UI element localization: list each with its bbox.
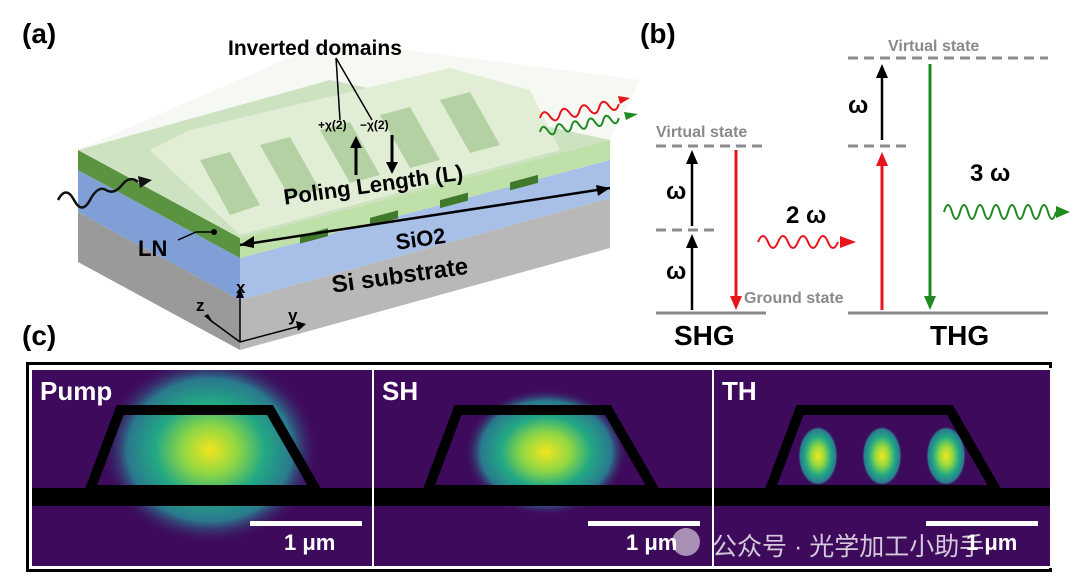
- up-arrowhead: [350, 136, 362, 148]
- pointer-line-1: [335, 57, 341, 121]
- cladding: [78, 40, 640, 238]
- energy-level-diagram: [656, 56, 1070, 315]
- sh-mode-panel: SH 1 μm: [372, 368, 714, 568]
- ground-state-label: Ground state: [744, 290, 844, 307]
- pump-mode-panel: Pump 1 μm: [30, 368, 374, 568]
- poling-arrowhead-left: [240, 236, 254, 248]
- output-th-arrowhead: [624, 112, 638, 120]
- th-wave: [943, 204, 1057, 220]
- output-sh-wave: [539, 100, 620, 122]
- ln-label: LN: [138, 236, 168, 261]
- thg-omega: ω: [848, 92, 869, 119]
- inverted-domains-label: Inverted domains: [228, 37, 402, 60]
- ln-pointer: [177, 231, 214, 241]
- ln-front: [240, 140, 610, 258]
- output-th-wave: [539, 114, 620, 136]
- substrate-side: [78, 212, 240, 350]
- ln-side: [78, 150, 240, 258]
- shg-label: SHG: [674, 320, 735, 351]
- substrate-front: [240, 198, 610, 350]
- th-scale-bar: [926, 521, 1038, 526]
- panel-c-label: (c): [22, 320, 57, 351]
- ln-pointer-dot: [211, 229, 217, 235]
- th-mode-field: [714, 405, 1050, 506]
- thg-label: THG: [930, 320, 990, 351]
- thg-pump-arrow-2: [876, 64, 888, 78]
- pump-label: Pump: [40, 376, 113, 406]
- th-mode-panel: TH 1 μm: [712, 368, 1052, 568]
- pump-mode-field: [32, 370, 372, 545]
- sh-wave: [757, 235, 839, 249]
- three-omega-label: 3 ω: [970, 160, 1011, 187]
- panel-a-label: (a): [22, 18, 57, 49]
- wechat-icon: [672, 528, 700, 556]
- axis-x-label: x: [236, 278, 246, 297]
- down-arrowhead: [386, 162, 398, 174]
- waveguide-schematic: [56, 40, 640, 350]
- axis-z-label: z: [196, 296, 205, 315]
- shg-pump-arrow-2: [686, 150, 698, 164]
- thg-emission-arrow: [924, 296, 936, 310]
- pump-scale-bar: [250, 521, 362, 526]
- chi-minus-label: −χ(2): [360, 118, 389, 132]
- thg-pump-arrow-1: [876, 152, 888, 166]
- sh-mode-field: [374, 388, 712, 516]
- shg-emission-arrow: [730, 296, 742, 310]
- thg-virtual-state-label: Virtual state: [888, 38, 980, 55]
- shg-pump-arrow-1: [686, 234, 698, 248]
- two-omega-label: 2 ω: [786, 202, 827, 229]
- input-wave: [56, 177, 139, 209]
- sh-scale-bar: [588, 521, 700, 526]
- th-label: TH: [722, 376, 757, 406]
- sio2-side: [78, 170, 240, 300]
- sh-wave-arrowhead: [840, 236, 856, 248]
- poling-arrowhead-right: [596, 185, 610, 196]
- th-wave-arrowhead: [1056, 206, 1070, 218]
- panel-b-label: (b): [640, 18, 676, 49]
- shg-omega-lower: ω: [666, 258, 687, 285]
- pointer-line-2: [335, 57, 373, 121]
- pump-scale-label: 1 μm: [284, 530, 336, 555]
- output-sh-arrowhead: [618, 96, 630, 104]
- th-scale-label: 1 μm: [966, 530, 1018, 555]
- axis-y-label: y: [288, 306, 298, 325]
- shg-virtual-state-label: Virtual state: [656, 124, 748, 141]
- sh-scale-label: 1 μm: [626, 530, 678, 555]
- coordinate-axes: [204, 288, 306, 343]
- sio2-front: [240, 160, 610, 300]
- poling-length-arrow: [239, 186, 611, 247]
- watermark-text: 公众号 · 光学加工小助手: [712, 533, 985, 561]
- input-arrowhead: [138, 176, 152, 188]
- chi-plus-label: +χ(2): [318, 118, 347, 132]
- shg-omega-upper: ω: [666, 178, 687, 205]
- sh-label: SH: [382, 376, 419, 406]
